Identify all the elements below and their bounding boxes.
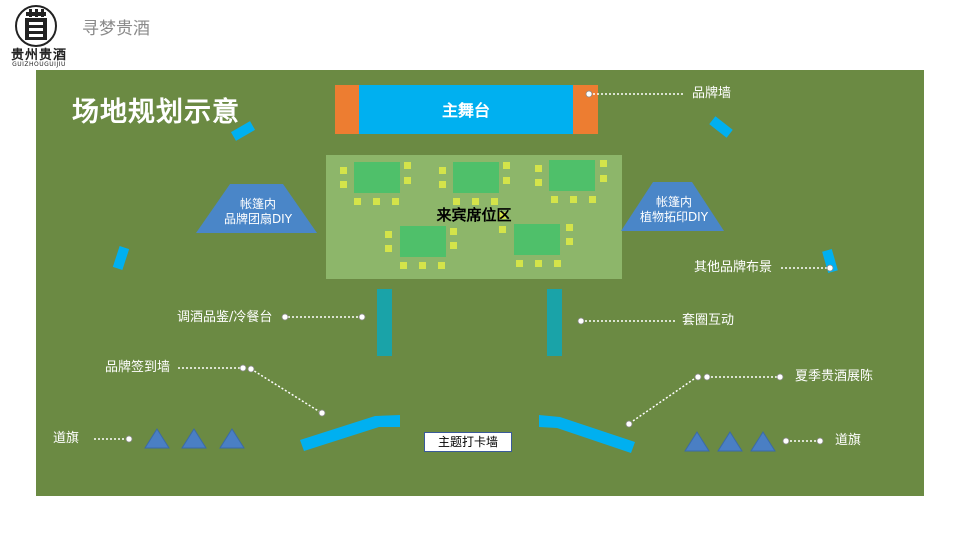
tent-right-line1: 帐篷内	[655, 195, 692, 209]
flag-icon	[684, 431, 710, 452]
logo-text-cn: 贵州贵酒	[10, 48, 67, 63]
seating-chairs	[340, 160, 607, 269]
table	[549, 160, 595, 191]
table	[354, 162, 400, 193]
tent-right-label: 帐篷内 植物拓印DIY	[624, 195, 724, 225]
cocktail-counter	[377, 289, 392, 356]
main-stage	[359, 85, 573, 134]
flags-right	[684, 431, 776, 452]
callout-brand-wall: 品牌墙	[692, 86, 732, 101]
flags-left	[144, 428, 245, 449]
tent-left-line2: 品牌团扇DIY	[223, 212, 293, 226]
callout-sign-in-wall: 品牌签到墙	[105, 360, 171, 375]
callout-ring-toss: 套圈互动	[682, 313, 735, 328]
tent-right-line2: 植物拓印DIY	[639, 210, 709, 224]
tent-right	[621, 182, 724, 231]
entrance-wall-left	[300, 415, 400, 451]
callout-flags-left: 道旗	[53, 431, 80, 446]
table	[400, 226, 446, 257]
callout-cocktail-cold-meal: 调酒品鉴/冷餐台	[177, 310, 273, 325]
decor-marker	[230, 121, 256, 141]
callout-dots	[125, 90, 834, 445]
callout-leaders	[94, 93, 830, 442]
table	[514, 224, 560, 255]
stage-side-right	[573, 85, 598, 134]
venue-plan: 场地规划示意 主舞台 来宾席位区 帐篷内 品牌团扇DIY 帐篷内 植物拓印DIY…	[36, 70, 924, 496]
callout-flags-right: 道旗	[835, 433, 862, 448]
decor-marker	[822, 249, 838, 273]
plan-title: 场地规划示意	[72, 97, 240, 128]
table	[453, 162, 499, 193]
callout-other-brand-decor: 其他品牌布景	[694, 260, 773, 275]
flag-icon	[144, 428, 170, 449]
ring-toss-counter	[547, 289, 562, 356]
decor-marker	[709, 116, 733, 138]
flag-icon	[219, 428, 245, 449]
stage-side-left	[335, 85, 359, 134]
flag-icon	[181, 428, 207, 449]
venue-plan-drawing	[94, 85, 838, 453]
flag-icon	[750, 431, 776, 452]
flag-icon	[717, 431, 743, 452]
seating-label: 来宾席位区	[436, 206, 512, 224]
logo-text-en: GUIZHOUGUIJIU	[12, 61, 66, 68]
entrance-wall-right	[539, 415, 635, 453]
tagline: 寻梦贵酒	[82, 19, 150, 39]
seating-tables	[354, 160, 595, 257]
tent-left	[196, 184, 317, 233]
logo-icon	[11, 4, 61, 48]
photo-wall-label: 主题打卡墙	[424, 432, 512, 452]
tent-left-label: 帐篷内 品牌团扇DIY	[206, 197, 310, 227]
tent-left-line1: 帐篷内	[239, 197, 276, 211]
stage-label: 主舞台	[441, 101, 490, 120]
callout-summer-exhibit: 夏季贵酒展陈	[795, 369, 874, 384]
decor-marker	[112, 245, 130, 271]
